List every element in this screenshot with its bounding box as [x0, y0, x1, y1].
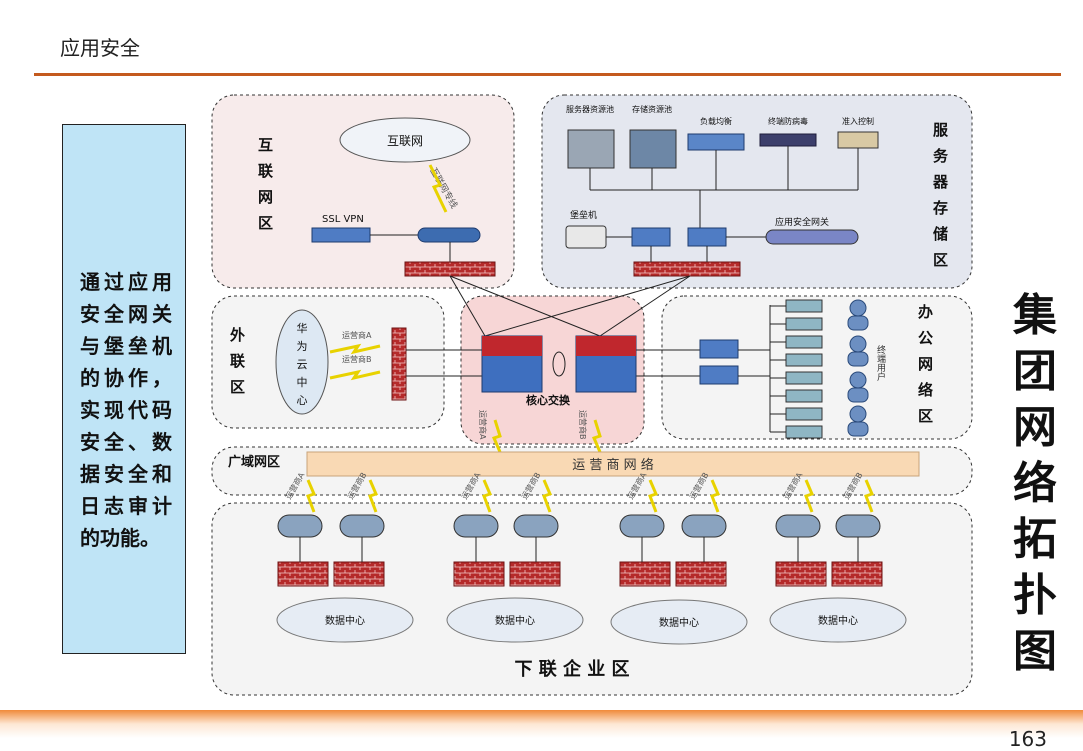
svg-text:云: 云 [297, 358, 308, 371]
svg-text:数据中心: 数据中心 [495, 614, 535, 627]
svg-text:存: 存 [933, 199, 948, 217]
svg-text:数据中心: 数据中心 [659, 616, 699, 629]
title-char: 团 [1013, 346, 1057, 397]
svg-text:网: 网 [258, 188, 273, 206]
side-note-box [62, 124, 186, 654]
title-char: 图 [1013, 626, 1057, 677]
internet-zone-label: 互 联 网 区 [258, 136, 274, 232]
zone-downlink [211, 502, 973, 696]
page-title: 应用安全 [60, 36, 140, 60]
svg-text:数据中心: 数据中心 [325, 614, 365, 627]
extranet-carrier-a: 运营商A [342, 330, 372, 340]
bastion-label: 堡垒机 [570, 209, 597, 221]
extranet-zone-label: 外 联 区 [229, 326, 246, 396]
app-security-gateway [765, 229, 859, 245]
zone-core [460, 295, 645, 445]
device-label-antivirus: 终端防病毒 [768, 116, 808, 126]
core-uplink-a: 运营商A [478, 410, 488, 440]
antivirus-icon [759, 133, 817, 147]
zone-server [541, 94, 973, 289]
server-switch-a [631, 227, 671, 247]
side-note-text: 通过应用安全网关与堡垒机的协作，实现代码安全、数据安全和日志审计的功能。 [80, 270, 172, 550]
svg-text:储: 储 [933, 225, 948, 243]
title-char: 集 [1013, 290, 1057, 341]
svg-text:联: 联 [258, 162, 274, 180]
svg-text:务: 务 [933, 147, 949, 165]
title-divider [34, 73, 1061, 76]
core-uplink-b: 运营商B [578, 410, 588, 440]
downlink-cluster-2: 数据中心 [446, 514, 584, 643]
downlink-cluster-4: 数据中心 [769, 514, 907, 643]
page-number: 163 [1008, 727, 1047, 751]
bastion-host-icon [565, 225, 607, 249]
internet-cloud: 互联网 [339, 117, 471, 163]
svg-text:中: 中 [297, 376, 308, 389]
svg-text:互: 互 [258, 136, 273, 154]
svg-text:区: 区 [933, 251, 948, 269]
title-char: 拓 [1013, 514, 1057, 565]
svg-text:心: 心 [297, 394, 308, 407]
office-switch-a [699, 339, 739, 359]
svg-text:区: 区 [258, 214, 273, 232]
carrier-network-bar [306, 451, 920, 477]
office-zone-label: 办 公 网 络 区 [918, 303, 933, 425]
svg-text:区: 区 [230, 378, 245, 396]
downlink-zone-label: 下 联 企 业 区 [514, 658, 629, 680]
svg-text:为: 为 [297, 340, 308, 353]
svg-text:互联网: 互联网 [387, 134, 423, 148]
load-balancer-icon [687, 133, 745, 151]
vertical-title: 集 团 网 络 拓 扑 图 [1007, 288, 1063, 688]
svg-text:络: 络 [918, 381, 933, 399]
firewall-internet [404, 261, 496, 277]
ssl-vpn-device [311, 227, 371, 243]
access-control-icon [837, 131, 879, 149]
server-zone-label: 服 务 器 存 储 区 [932, 121, 949, 269]
wan-zone-label: 广域网区 [228, 454, 280, 470]
firewall-server [633, 261, 741, 277]
svg-text:区: 区 [918, 407, 933, 425]
core-switch-label: 核心交换 [526, 393, 571, 407]
title-char: 络 [1013, 458, 1057, 509]
svg-text:服: 服 [933, 121, 949, 139]
user-icons [847, 299, 869, 437]
carrier-network-label: 运 营 商 网 络 [572, 457, 654, 473]
downlink-cluster-3: 数据中心 [610, 514, 748, 645]
svg-text:公: 公 [918, 329, 933, 347]
ssl-vpn-label: SSL VPN [322, 214, 364, 225]
server-pool-icon [567, 129, 615, 169]
app-gateway-label: 应用安全网关 [775, 216, 829, 228]
server-switch-b [687, 227, 727, 247]
zone-office [661, 295, 973, 440]
office-switch-b [699, 365, 739, 385]
title-char: 网 [1013, 402, 1057, 453]
title-char: 扑 [1013, 570, 1057, 621]
huawei-cloud [275, 309, 329, 415]
device-label-storage-pool: 存储资源池 [632, 104, 672, 114]
svg-text:器: 器 [932, 173, 949, 191]
svg-text:办: 办 [918, 303, 933, 321]
svg-text:联: 联 [230, 352, 246, 370]
device-label-load-balancer: 负载均衡 [700, 116, 732, 126]
extranet-carrier-b: 运营商B [342, 354, 372, 364]
downlink-cluster-1: 数据中心 [276, 514, 414, 643]
svg-text:外: 外 [229, 326, 245, 344]
storage-pool-icon [629, 129, 677, 169]
downlink-wireless-links [306, 479, 875, 513]
svg-text:数据中心: 数据中心 [818, 614, 858, 627]
device-label-server-pool: 服务器资源池 [566, 104, 614, 114]
svg-text:网: 网 [918, 355, 933, 373]
firewall-extranet [391, 327, 407, 401]
device-label-access-control: 准入控制 [842, 116, 874, 126]
terminal-users-label: 终端用户 [875, 344, 886, 382]
router [417, 227, 481, 243]
svg-text:华: 华 [297, 321, 308, 335]
footer-band [0, 710, 1083, 750]
